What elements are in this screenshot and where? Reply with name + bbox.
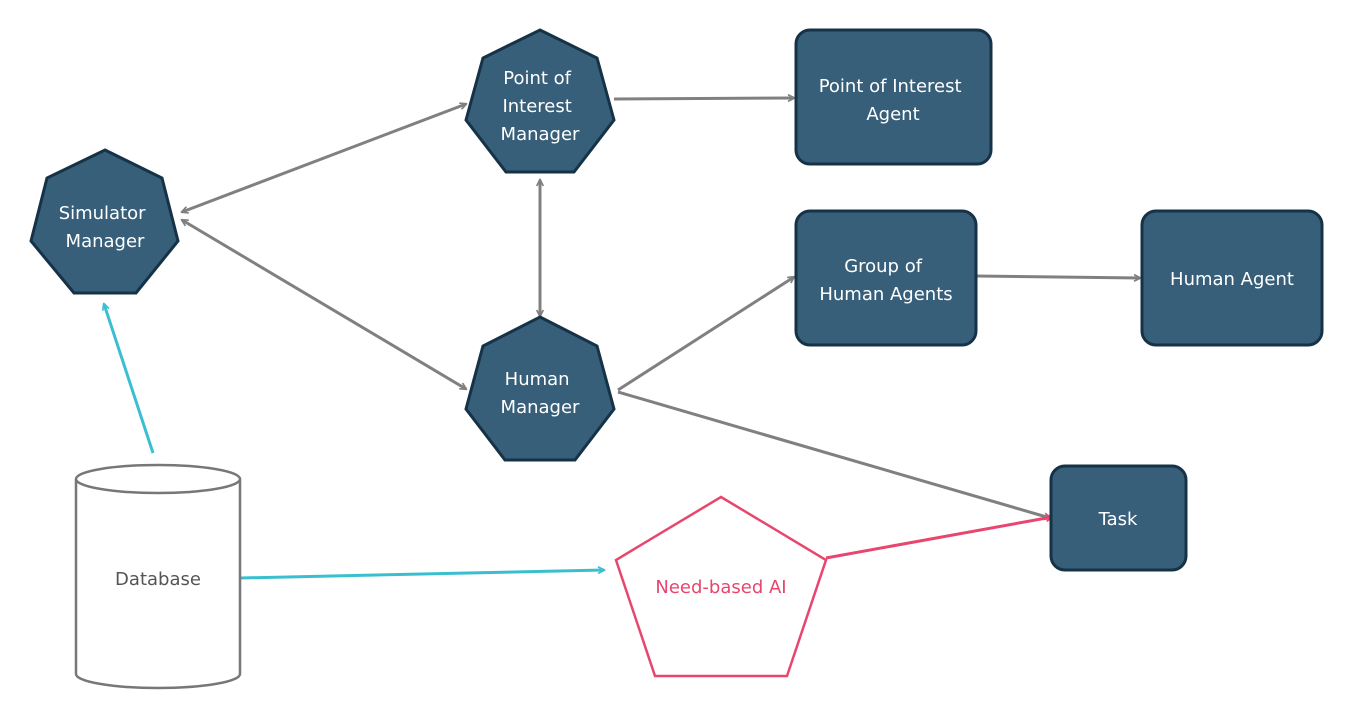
svg-text:Task: Task: [1098, 509, 1138, 530]
connector-poi-manager-to-poi-agent: [613, 98, 794, 99]
group-of-human-agents-node[interactable]: Group of Human Agents: [794, 209, 978, 347]
simulator-manager-label-line-1: Simulator: [59, 203, 146, 224]
human-agent-label: Human Agent: [1170, 269, 1294, 290]
svg-text:Point of Interest: Point of Interest Manager: [501, 68, 580, 145]
svg-text:Human Manager: Human Manager: [501, 369, 580, 418]
simulator-manager-node[interactable]: Simulator Manager: [29, 148, 180, 295]
need-based-ai-node[interactable]: Need-based AI: [614, 495, 828, 678]
poi-manager-label-line-3: Manager: [501, 124, 580, 145]
simulator-manager-label-line-2: Manager: [66, 231, 145, 252]
connectors: [104, 98, 1140, 580]
svg-text:Need-based AI: Need-based AI: [655, 577, 786, 598]
poi-agent-label-line-1: Point of Interest: [819, 76, 962, 97]
human-manager-label-line-1: Human: [505, 369, 570, 390]
svg-text:Group of Human Agents: Group of Human Agents: [819, 256, 952, 305]
svg-text:Point of Interest Agent: Point of Interest Agent: [819, 76, 968, 125]
poi-manager-label-line-2: Interest: [502, 96, 571, 117]
poi-agent-label-line-2: Agent: [866, 104, 919, 125]
human-manager-label-line-2: Manager: [501, 397, 580, 418]
connector-simulator-to-poi-manager: [182, 104, 466, 212]
need-based-ai-label: Need-based AI: [655, 577, 786, 598]
svg-text:Simulator Manager: Simulator Manager: [59, 203, 152, 252]
connector-human-manager-to-group: [617, 277, 794, 392]
human-agent-node[interactable]: Human Agent: [1140, 209, 1324, 347]
poi-manager-label-line-1: Point of: [503, 68, 571, 89]
connector-simulator-to-human-manager: [182, 220, 466, 389]
connector-need-based-ai-to-task: [825, 517, 1052, 560]
database-node[interactable]: Database: [74, 463, 242, 690]
connector-database-to-simulator: [104, 304, 155, 454]
task-node[interactable]: Task: [1049, 464, 1188, 572]
connector-group-to-human-agent: [975, 276, 1140, 278]
database-label: Database: [115, 569, 201, 590]
human-manager-node[interactable]: Human Manager: [464, 315, 616, 462]
connector-database-to-need-based-ai: [239, 570, 604, 580]
connector-human-manager-to-task: [617, 390, 1050, 518]
poi-manager-node[interactable]: Point of Interest Manager: [464, 28, 616, 174]
poi-agent-node[interactable]: Point of Interest Agent: [794, 28, 993, 166]
task-label: Task: [1098, 509, 1138, 530]
svg-text:Database: Database: [115, 569, 201, 590]
group-label-line-2: Human Agents: [819, 284, 952, 305]
svg-text:Human Agent: Human Agent: [1170, 269, 1294, 290]
group-label-line-1: Group of: [844, 256, 923, 277]
